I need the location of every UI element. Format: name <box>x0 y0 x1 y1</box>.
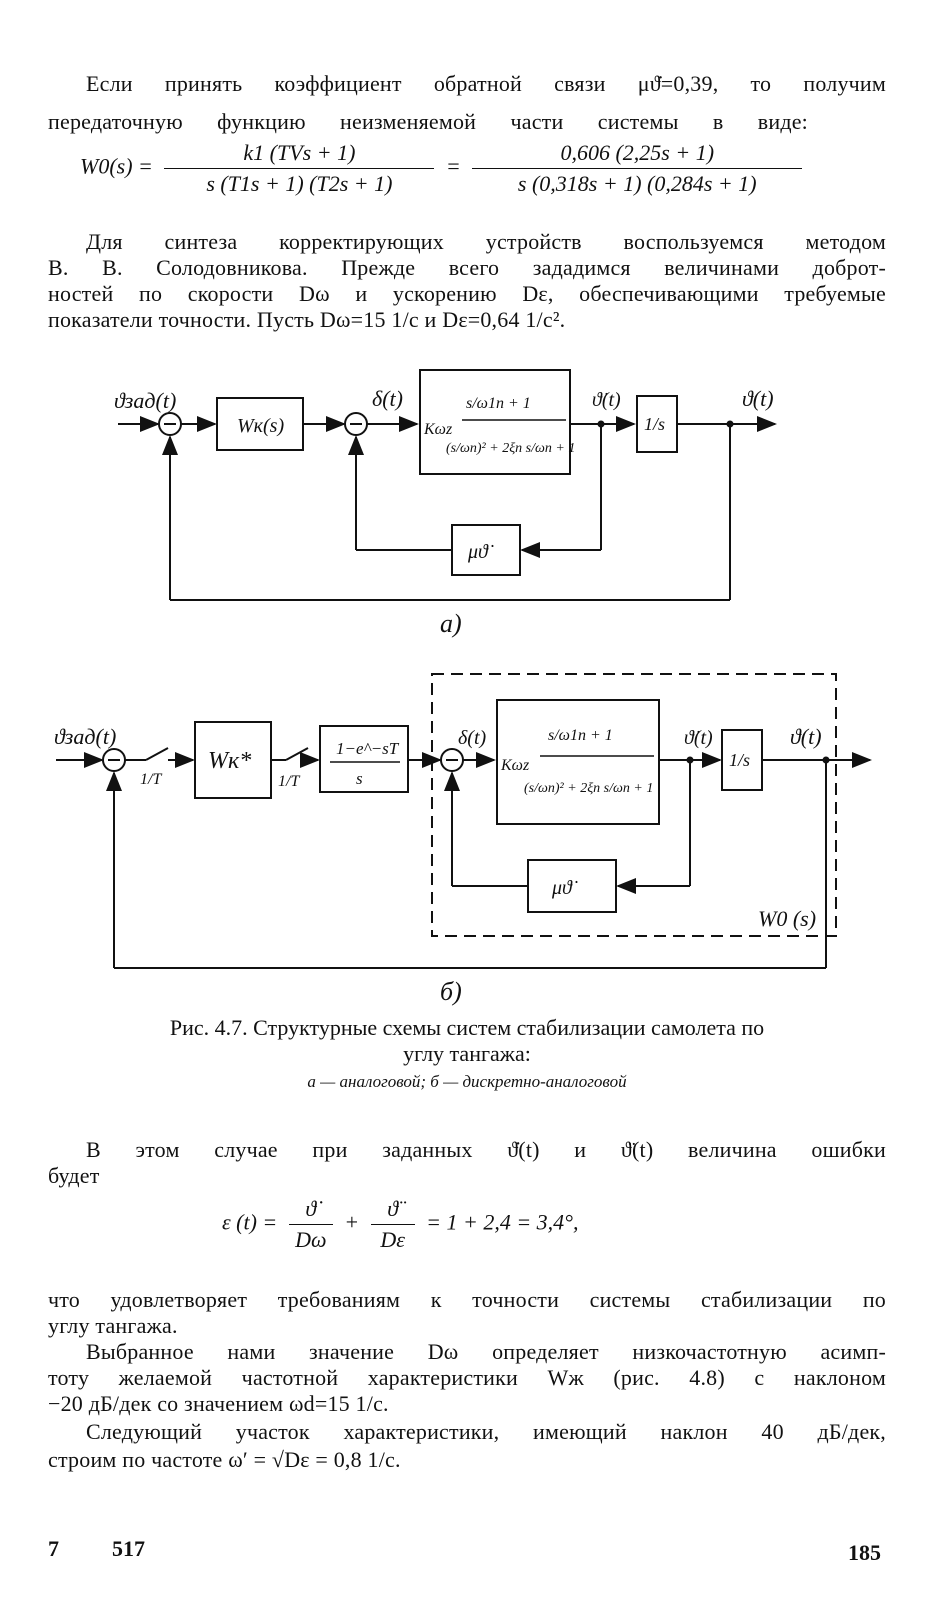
formula-equals: = <box>445 153 461 179</box>
plant-block-b <box>496 699 660 825</box>
paragraph-3-line-2: будет <box>48 1163 100 1188</box>
paragraph-4-line-6: Следующий участок характеристики, имеющи… <box>86 1419 886 1444</box>
zero-order-hold-block <box>319 725 409 793</box>
figure-label-b: б) <box>440 977 462 1006</box>
feedback-label-b: μϑ̇ <box>551 877 578 899</box>
feedback-label-a: μϑ̇ <box>467 541 494 563</box>
fraction-1-denominator: s (T1s + 1) (T2s + 1) <box>206 171 393 196</box>
fraction-2-numerator: 0,606 (2,25s + 1) <box>472 140 803 169</box>
transfer-function-formula: W0(s) = k1 (TVs + 1) s (T1s + 1) (T2s + … <box>80 140 900 197</box>
paragraph-4-line-2: углу тангажа. <box>48 1313 178 1338</box>
error-label-a: δ(t) <box>372 386 403 411</box>
w0-dashed-region <box>431 673 837 937</box>
formula-lhs: W0(s) = <box>80 153 153 179</box>
output-label-b: ϑ(t) <box>790 724 822 749</box>
block-diagram-a: ϑзад(t) Wк(s) δ(t) Kωz s/ω1п + 1 (s/ωп)²… <box>114 369 777 638</box>
plant-block <box>419 369 571 475</box>
formula-fraction-2: 0,606 (2,25s + 1) s (0,318s + 1) (0,284s… <box>472 140 803 197</box>
sampler-2-label: 1/T <box>278 773 300 790</box>
page-number: 185 <box>848 1540 881 1565</box>
paragraph-2-line-3: ностей по скорости Dω и ускорению Dε, об… <box>48 281 886 306</box>
gain-label-a: Kωz <box>423 421 453 438</box>
feedback-gain-block-b <box>527 859 617 913</box>
footer-signature-2: 517 <box>112 1536 145 1561</box>
hold-numerator: 1−e^−sT <box>336 739 400 758</box>
fraction-2-denominator: s (0,318s + 1) (0,284s + 1) <box>517 171 757 196</box>
error-fraction-2-numerator: ϑ̈ <box>370 1196 415 1225</box>
tf-denominator-b: (s/ωп)² + 2ξп s/ωп + 1 <box>524 781 653 796</box>
rate-label-a: ϑ̇(t) <box>592 389 621 411</box>
error-formula: ε (t) = ϑ̇ Dω + ϑ̈ Dε = 1 + 2,4 = 3,4°, <box>222 1196 742 1253</box>
formula-fraction-1: k1 (TVs + 1) s (T1s + 1) (T2s + 1) <box>164 140 435 197</box>
fraction-1-numerator: k1 (TVs + 1) <box>164 140 435 169</box>
sampler-1-label: 1/T <box>140 771 162 788</box>
hold-denominator: s <box>356 769 363 788</box>
footer-signature-1: 7 <box>48 1536 59 1561</box>
figure-label-a: a) <box>440 609 462 638</box>
tf-denominator-a: (s/ωп)² + 2ξп s/ωп + 1 <box>446 441 575 456</box>
integrator-label-b: 1/s <box>729 750 750 770</box>
error-fraction-2: ϑ̈ Dε <box>370 1196 415 1253</box>
error-fraction-2-denominator: Dε <box>380 1227 405 1252</box>
paragraph-4-line-5: −20 дБ/дек со значением ωd=15 1/с. <box>48 1391 389 1416</box>
input-label-a: ϑзад(t) <box>114 388 176 413</box>
integrator-label-a: 1/s <box>644 414 665 434</box>
tf-numerator-b: s/ω1п + 1 <box>548 727 613 744</box>
error-label-b: δ(t) <box>458 727 487 749</box>
gain-label-b: Kωz <box>500 757 530 774</box>
figure-caption-line-1: Рис. 4.7. Структурные схемы систем стаби… <box>169 1015 765 1040</box>
paragraph-1-line-1: Если принять коэффициент обратной связи … <box>86 71 886 96</box>
digital-controller-label: Wк* <box>208 748 251 774</box>
paragraph-3-line-1: В этом случае при заданных ϑ̇(t) и ϑ̈(t)… <box>86 1137 886 1162</box>
rate-label-b: ϑ̇(t) <box>684 727 713 749</box>
error-fraction-1: ϑ̇ Dω <box>288 1196 333 1253</box>
block-diagram-b: ϑзад(t) 1/T Wк* 1/T 1−e^−sT s δ(t) Kωz s… <box>54 673 872 1006</box>
paragraph-2-line-2: В. В. Солодовникова. Прежде всего задади… <box>48 255 886 280</box>
paragraph-1-line-2: передаточную функцию неизменяемой части … <box>48 109 808 134</box>
paragraph-4-line-3: Выбранное нами значение Dω определяет ни… <box>86 1339 886 1364</box>
tf-numerator-a: s/ω1п + 1 <box>466 395 531 412</box>
error-fraction-1-denominator: Dω <box>295 1227 327 1252</box>
w0-label: W0 (s) <box>758 906 816 931</box>
error-formula-lhs: ε (t) = <box>222 1209 278 1235</box>
error-fraction-1-numerator: ϑ̇ <box>288 1196 333 1225</box>
paragraph-4-line-4: тоту желаемой частотной характеристики W… <box>48 1365 886 1390</box>
error-formula-plus: + <box>344 1209 360 1235</box>
output-label-a: ϑ(t) <box>742 386 774 411</box>
controller-label-a: Wк(s) <box>237 415 284 437</box>
paragraph-4-line-7: строим по частоте ω′ = √Dε = 0,8 1/с. <box>48 1447 401 1472</box>
paragraph-2-line-1: Для синтеза корректирующих устройств вос… <box>86 229 886 254</box>
input-label-b: ϑзад(t) <box>54 724 116 749</box>
paragraph-4-line-1: что удовлетворяет требованиям к точности… <box>48 1287 886 1312</box>
error-formula-rhs: = 1 + 2,4 = 3,4°, <box>426 1209 579 1235</box>
figure-caption-line-2: углу тангажа: <box>403 1041 531 1066</box>
paragraph-2-line-4: показатели точности. Пусть Dω=15 1/с и D… <box>48 307 566 332</box>
figure-legend: а — аналоговой; б — дискретно-аналоговой <box>307 1072 627 1091</box>
